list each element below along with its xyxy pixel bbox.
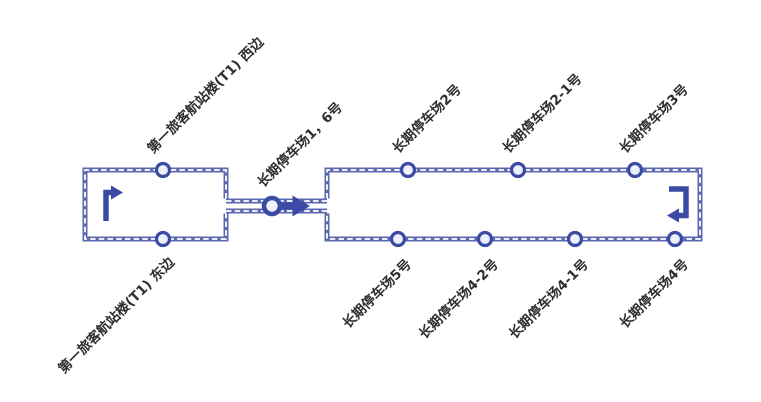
station-label-lot-5: 长期停车场5号 bbox=[339, 256, 415, 332]
station-label-lot-3: 长期停车场3号 bbox=[616, 81, 692, 157]
right-loop-track-dashes bbox=[326, 169, 701, 240]
station-marker-t1-west bbox=[154, 161, 172, 179]
station-label-lot-1-6: 长期停车场1，6号 bbox=[254, 99, 346, 191]
station-marker-lot-3 bbox=[626, 161, 644, 179]
station-label-lot-4-2: 长期停车场4-2号 bbox=[415, 256, 502, 343]
station-marker-lot-4 bbox=[666, 230, 684, 248]
station-label-lot-2: 长期停车场2号 bbox=[389, 81, 465, 157]
station-marker-lot-4-1 bbox=[566, 230, 584, 248]
station-label-t1-west: 第一旅客航站楼(T1) 西边 bbox=[144, 33, 267, 156]
route-tracks bbox=[82, 167, 703, 242]
station-marker-lot-1-6 bbox=[261, 195, 283, 217]
station-marker-t1-east bbox=[154, 230, 172, 248]
turn-up-right-arrow-icon bbox=[103, 185, 123, 221]
station-marker-lot-4-2 bbox=[476, 230, 494, 248]
left-loop-track-dashes bbox=[84, 169, 227, 240]
turn-down-left-arrow-icon bbox=[667, 186, 689, 223]
station-label-lot-2-1: 长期停车场2-1号 bbox=[499, 70, 586, 157]
station-markers bbox=[154, 161, 684, 248]
station-marker-lot-2-1 bbox=[509, 161, 527, 179]
station-label-lot-4-1: 长期停车场4-1号 bbox=[505, 256, 592, 343]
station-marker-lot-5 bbox=[389, 230, 407, 248]
forward-right-arrow-icon bbox=[280, 195, 310, 217]
direction-arrows bbox=[103, 185, 689, 223]
right-loop-track bbox=[324, 167, 703, 242]
station-label-lot-4: 长期停车场4号 bbox=[616, 256, 692, 332]
station-label-t1-east: 第一旅客航站楼(T1) 东边 bbox=[55, 253, 178, 376]
station-marker-lot-2 bbox=[399, 161, 417, 179]
station-labels: 第一旅客航站楼(T1) 西边 长期停车场1，6号 长期停车场2号 长期停车场2-… bbox=[55, 33, 692, 377]
